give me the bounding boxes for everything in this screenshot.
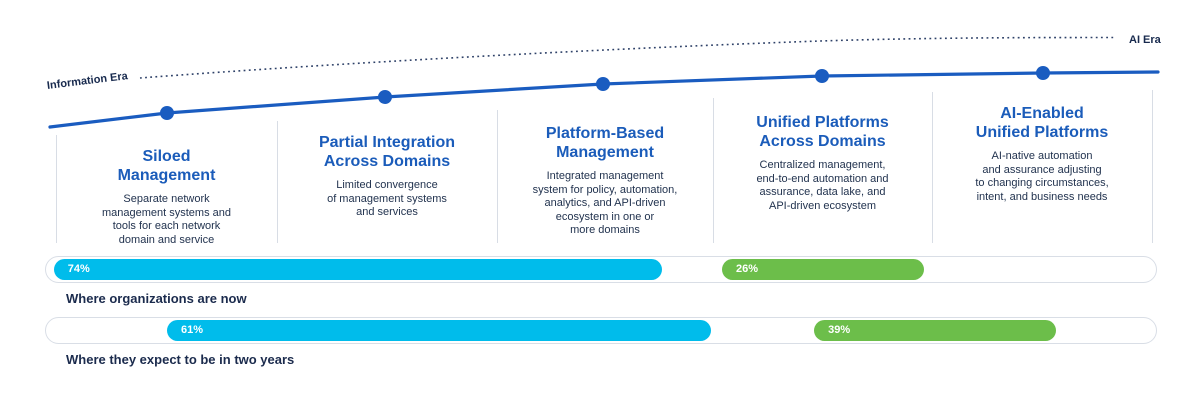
stage-marker-dot-4	[815, 69, 829, 83]
stage-description: Centralized management, end-to-end autom…	[756, 159, 889, 212]
bar-segment-value: 26%	[735, 263, 759, 275]
ai-era-dotted-line	[139, 36, 1117, 79]
column-divider	[1152, 90, 1153, 243]
stage-column-ai-enabled: AI-Enabled Unified Platforms AI-native a…	[932, 104, 1152, 204]
column-divider	[713, 98, 714, 243]
stage-marker-dot-2	[378, 90, 392, 104]
ai-era-label: AI Era	[1129, 34, 1161, 46]
stage-column-unified-platforms: Unified Platforms Across Domains Central…	[713, 113, 932, 213]
bar-segment-future-cyan: 61%	[166, 320, 711, 341]
stage-column-partial-integration: Partial Integration Across Domains Limit…	[277, 133, 497, 220]
stage-marker-dot-3	[596, 77, 610, 91]
bar-segment-value: 61%	[180, 324, 204, 336]
bar-segment-future-green: 39%	[814, 320, 1057, 341]
column-divider	[56, 135, 57, 243]
column-divider	[932, 92, 933, 243]
column-divider	[277, 121, 278, 243]
stage-description: Integrated management system for policy,…	[532, 170, 678, 236]
bar-segment-now-green: 26%	[721, 259, 924, 280]
stage-description: Limited convergence of management system…	[327, 179, 447, 218]
maturity-curve	[48, 36, 1160, 129]
bar-segment-value: 74%	[67, 263, 90, 275]
bar-now-caption: Where organizations are now	[66, 291, 247, 306]
bar-future-track: 61% 39%	[45, 317, 1157, 344]
stage-description: Separate network management systems and …	[101, 193, 231, 246]
stage-title: Partial Integration Across Domains	[318, 134, 456, 170]
stage-title: AI-Enabled Unified Platforms	[975, 105, 1109, 141]
stage-title: Siloed Management	[117, 148, 216, 184]
stage-title: Platform-Based Management	[545, 125, 665, 161]
bar-now-track: 74% 26%	[45, 256, 1157, 283]
stage-description: AI-native automation and assurance adjus…	[975, 150, 1109, 203]
bar-future-caption: Where they expect to be in two years	[66, 352, 295, 367]
bar-segment-now-cyan: 74%	[53, 259, 663, 280]
stage-column-siloed-management: Siloed Management Separate network manag…	[56, 147, 277, 247]
stage-marker-dot-1	[160, 106, 174, 120]
stage-marker-dot-5	[1036, 66, 1050, 80]
bar-segment-value: 39%	[828, 324, 851, 336]
stage-column-platform-based: Platform-Based Management Integrated man…	[497, 124, 713, 238]
stage-title: Unified Platforms Across Domains	[756, 114, 889, 150]
column-divider	[497, 110, 498, 243]
